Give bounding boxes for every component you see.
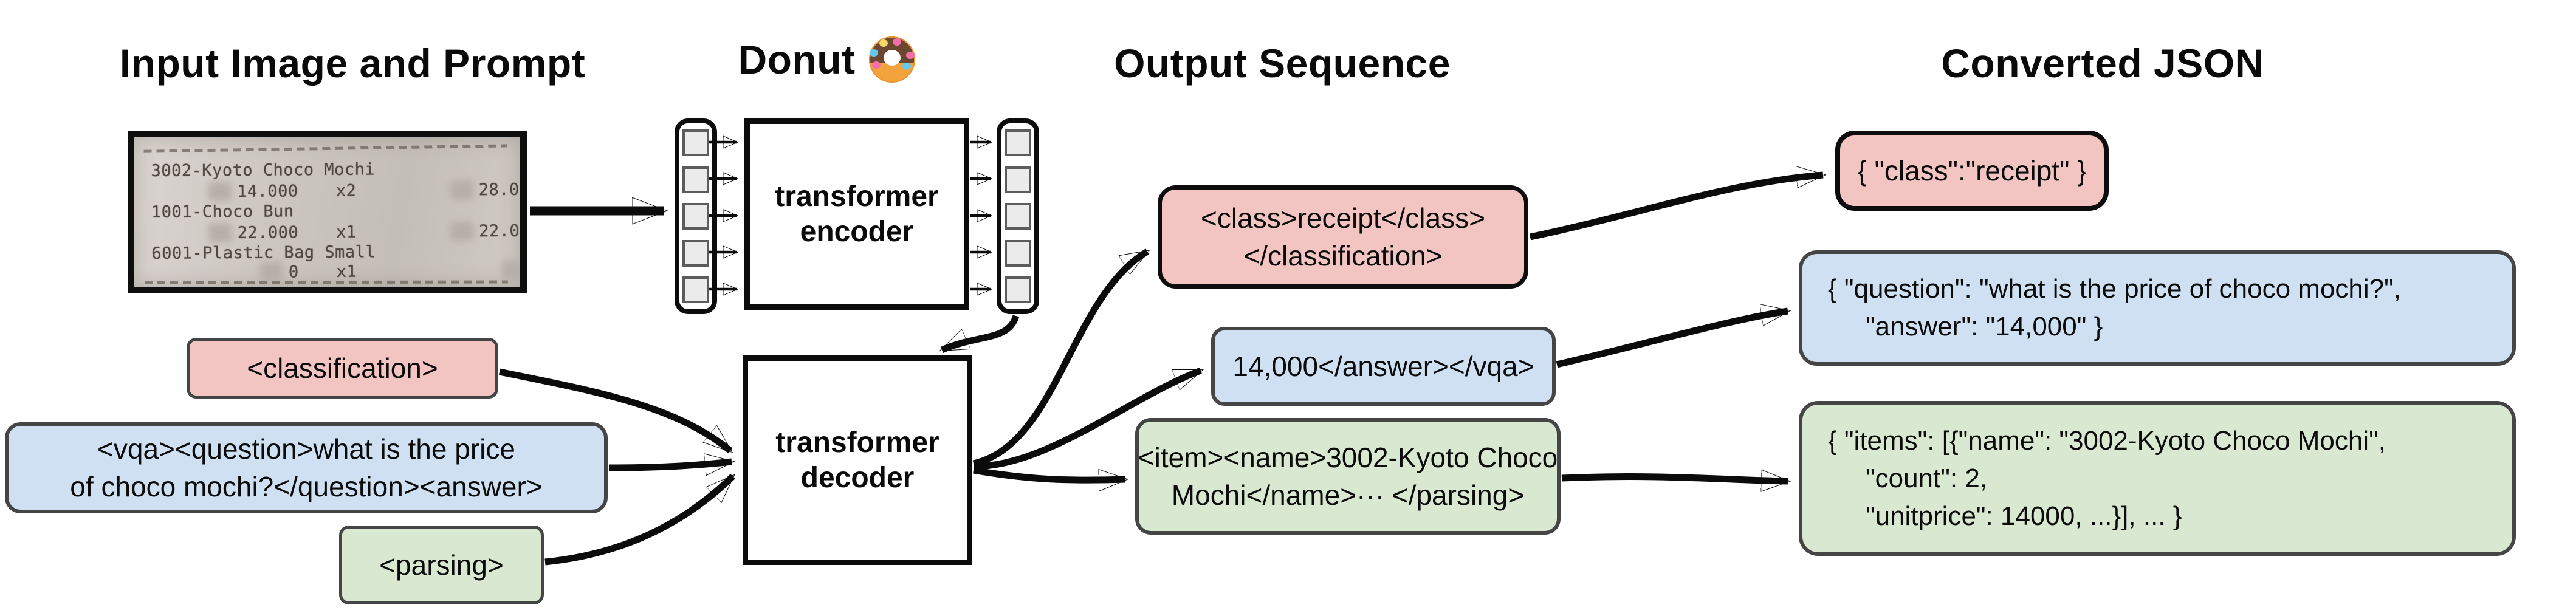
prompt-classification-text: <classification> bbox=[247, 352, 438, 384]
header-donut: Donut bbox=[699, 36, 954, 83]
receipt-item-price-row: 22.000 x1 22.000 bbox=[166, 221, 527, 243]
redaction-blur bbox=[208, 223, 232, 243]
receipt-price-cell: 14.000 bbox=[166, 181, 298, 202]
prompt-classification-box: <classification> bbox=[187, 338, 498, 399]
arrow-encoder-to-decoder bbox=[942, 315, 1020, 354]
receipt-price: 22.000 bbox=[237, 222, 299, 242]
patch-token bbox=[682, 203, 709, 230]
output-vqa-text: 14,000</answer></vqa> bbox=[1232, 351, 1534, 382]
json-classification-text: { "class":"receipt" } bbox=[1857, 155, 2087, 187]
patch-token bbox=[682, 166, 709, 193]
output-vqa-box: 14,000</answer></vqa> bbox=[1211, 327, 1556, 406]
arrow-vqa-output-to-json bbox=[1556, 311, 1788, 368]
arrow-classification-output-to-json bbox=[1529, 175, 1823, 241]
input-receipt-image: 3002-Kyoto Choco Mochi 14.000 x2 28.000 … bbox=[128, 131, 527, 293]
output-classification-line1: <class>receipt</class> bbox=[1201, 202, 1485, 234]
output-parsing-line2: Mochi</name>··· </parsing> bbox=[1171, 479, 1525, 511]
transformer-encoder-block: transformer encoder bbox=[744, 118, 969, 310]
json-vqa-line2: "answer": "14,000" } bbox=[1866, 312, 2103, 341]
output-parsing-line1: <item><name>3002-Kyoto Choco bbox=[1138, 442, 1558, 473]
redaction-blur bbox=[450, 221, 474, 241]
encoder-input-patch-strip bbox=[675, 118, 717, 314]
donut-icon bbox=[868, 36, 915, 83]
transformer-decoder-block: transformer decoder bbox=[743, 355, 972, 565]
receipt-item-name: 6001-Plastic Bag Small bbox=[151, 242, 376, 264]
arrow-decoder-to-parsing-output bbox=[973, 467, 1125, 480]
receipt-item-price-row: 14.000 x2 28.000 bbox=[166, 180, 527, 202]
embedding-token bbox=[1005, 166, 1031, 193]
json-parsing-line1: { "items": [{"name": "3002-Kyoto Choco M… bbox=[1828, 425, 2386, 456]
encoder-output-embedding-strip bbox=[997, 118, 1039, 314]
json-classification-box: { "class":"receipt" } bbox=[1835, 131, 2109, 211]
receipt-price-cell: 0 bbox=[167, 262, 299, 283]
receipt-item-name: 1001-Choco Bun bbox=[151, 202, 294, 222]
prompt-vqa-text-line1: <vqa><question>what is the price bbox=[97, 433, 515, 465]
decoder-label-line1: transformer bbox=[775, 426, 939, 459]
patch-token bbox=[682, 129, 709, 156]
receipt-item-price-row: 0 x1 0 bbox=[167, 260, 520, 283]
receipt-content: 3002-Kyoto Choco Mochi 14.000 x2 28.000 … bbox=[134, 137, 520, 287]
output-classification-line2: </classification> bbox=[1243, 240, 1443, 272]
header-donut-label: Donut bbox=[738, 37, 856, 82]
header-input-image-and-prompt: Input Image and Prompt bbox=[119, 41, 586, 86]
embedding-token bbox=[1005, 129, 1031, 156]
receipt-dashed-separator bbox=[144, 280, 508, 284]
patch-token bbox=[682, 239, 709, 267]
redaction-blur bbox=[450, 180, 473, 200]
json-parsing-line3: "unitprice": 14000, ...}], ... } bbox=[1866, 501, 2182, 531]
decoder-label-line2: decoder bbox=[800, 461, 915, 494]
prompt-vqa-text-line2: of choco mochi?</question><answer> bbox=[70, 471, 543, 502]
prompt-vqa-box: <vqa><question>what is the price of choc… bbox=[5, 422, 608, 513]
prompt-parsing-box: <parsing> bbox=[339, 526, 544, 604]
encoder-label-line1: transformer bbox=[775, 180, 939, 213]
output-parsing-box: <item><name>3002-Kyoto Choco Mochi</name… bbox=[1135, 418, 1561, 535]
arrow-parsing-output-to-json bbox=[1561, 477, 1788, 481]
patch-token bbox=[682, 276, 709, 303]
json-parsing-line2: "count": 2, bbox=[1866, 463, 1988, 493]
encoder-label-line2: encoder bbox=[800, 215, 914, 248]
receipt-total-cell: 22.000 bbox=[381, 221, 527, 242]
receipt-price-cell: 22.000 bbox=[166, 222, 298, 243]
receipt-total-cell: 28.000 bbox=[380, 180, 527, 200]
redaction-blur bbox=[259, 262, 284, 282]
header-output-sequence: Output Sequence bbox=[1114, 41, 1451, 86]
receipt-total-cell: 0 bbox=[381, 260, 520, 281]
receipt-qty: x2 bbox=[335, 181, 357, 200]
receipt-total: 22.000 bbox=[479, 221, 527, 241]
redaction-blur bbox=[208, 182, 232, 202]
receipt-qty: x1 bbox=[336, 222, 357, 242]
receipt-dashed-separator bbox=[143, 144, 507, 153]
receipt-price: 14.000 bbox=[237, 181, 298, 201]
json-vqa-box: { "question": "what is the price of choc… bbox=[1799, 250, 2516, 366]
receipt-price: 0 bbox=[288, 262, 299, 281]
redaction-blur bbox=[501, 260, 520, 280]
embedding-token bbox=[1005, 276, 1031, 303]
output-classification-box: <class>receipt</class> </classification> bbox=[1158, 185, 1528, 289]
prompt-parsing-text: <parsing> bbox=[379, 549, 504, 581]
json-parsing-box: { "items": [{"name": "3002-Kyoto Choco M… bbox=[1799, 401, 2516, 556]
json-vqa-line1: { "question": "what is the price of choc… bbox=[1828, 274, 2401, 304]
embedding-token bbox=[1005, 203, 1031, 230]
header-converted-json: Converted JSON bbox=[1941, 41, 2264, 86]
embedding-token bbox=[1005, 239, 1031, 267]
receipt-total: 28.000 bbox=[478, 180, 527, 199]
receipt-item-name: 3002-Kyoto Choco Mochi bbox=[151, 160, 376, 181]
arrow-vqa-prompt-to-decoder bbox=[608, 462, 732, 468]
receipt-qty: x1 bbox=[336, 262, 357, 281]
